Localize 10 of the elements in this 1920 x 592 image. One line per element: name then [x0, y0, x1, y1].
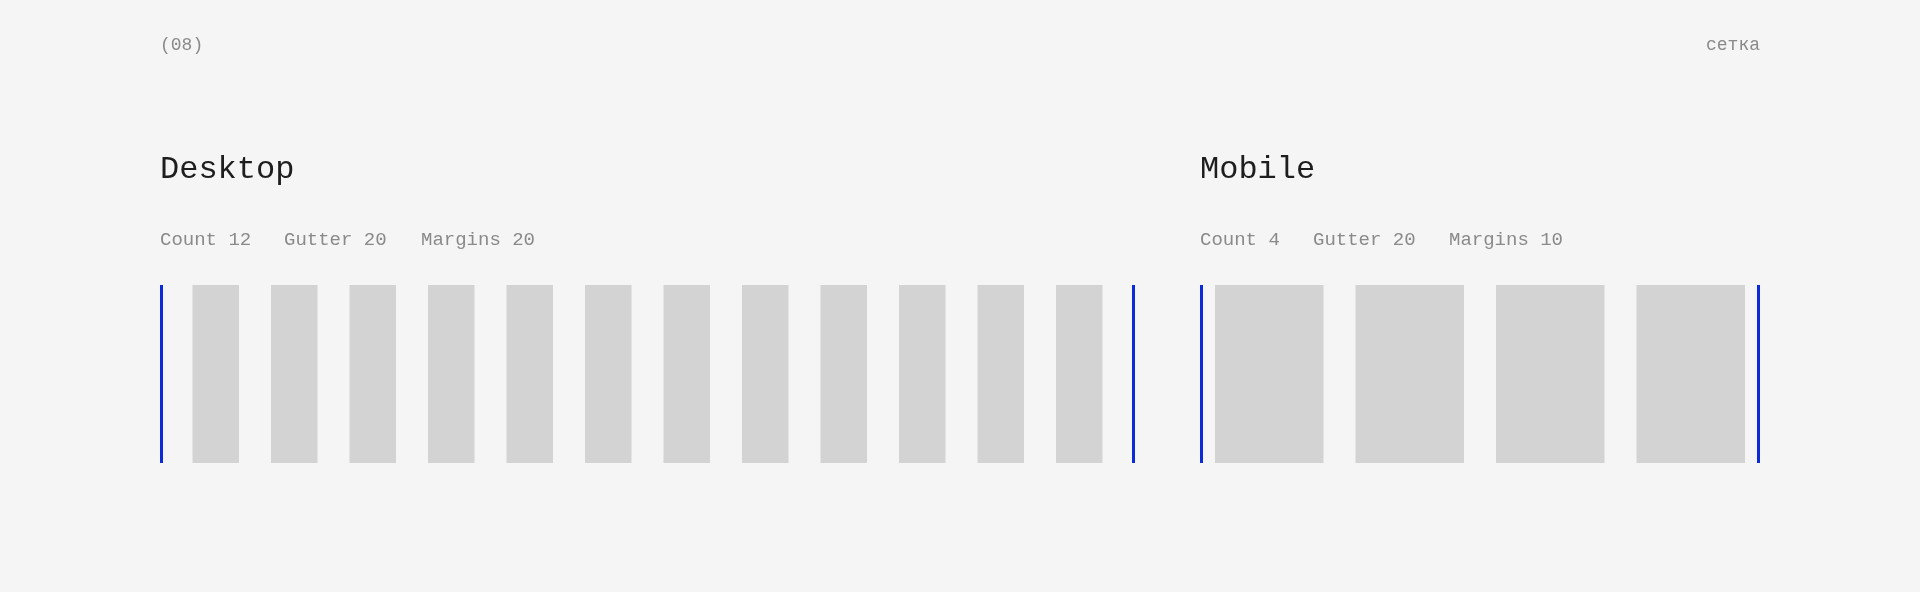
section-number: (08) [160, 36, 204, 56]
grid-parameter: Gutter 20 [1313, 230, 1416, 251]
grid-parameter: Count 4 [1200, 230, 1280, 251]
grid-parameter: Margins 20 [421, 230, 536, 251]
grid-parameter: Count 12 [160, 230, 252, 251]
grid-parameter: Margins 10 [1449, 230, 1564, 251]
grid-parameter: Gutter 20 [284, 230, 387, 251]
section-title: сетка [1706, 36, 1760, 56]
layout-heading: Desktop [160, 152, 295, 188]
layout-heading: Mobile [1200, 152, 1316, 188]
